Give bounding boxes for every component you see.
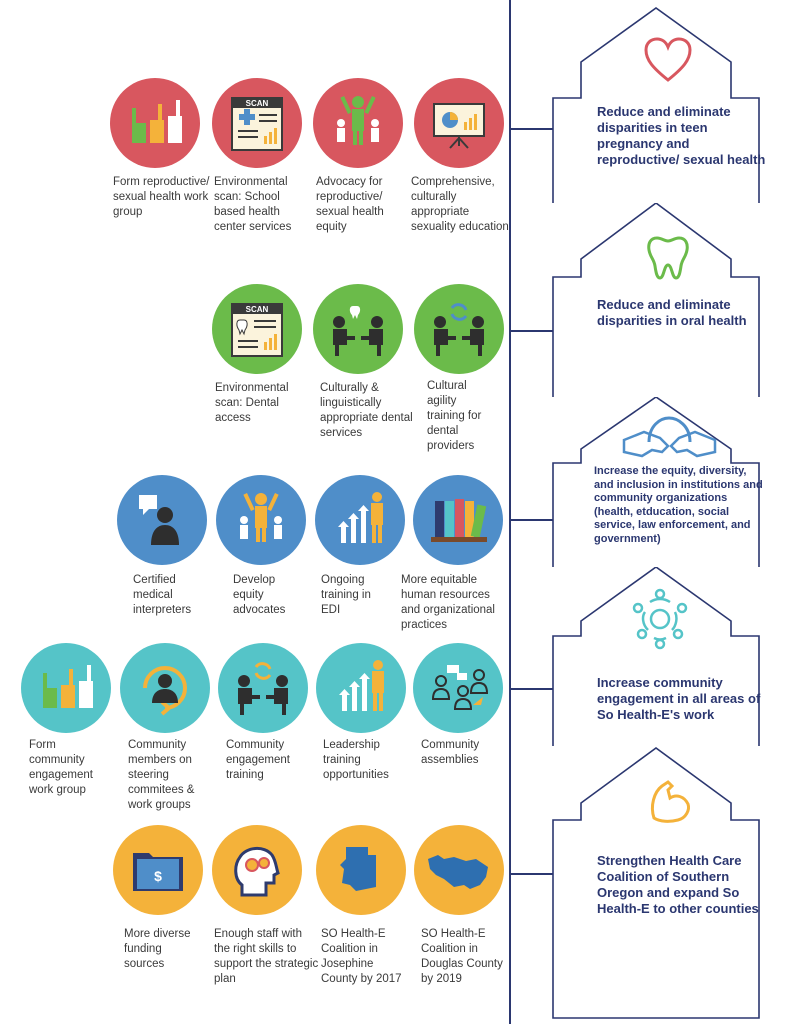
item-label: Community engagement training (226, 739, 290, 781)
flexed-arm-icon (650, 780, 690, 823)
goal-strengthen-coalition: Strengthen Health Care Coalition of Sout… (597, 853, 759, 916)
member-cycle-icon (120, 643, 210, 733)
item-label: More equitable human resources and organ… (401, 574, 495, 631)
item-label: Comprehensive, culturally appropriate se… (411, 176, 509, 233)
stacked-arrows (552, 7, 760, 1019)
handshake-icon (622, 416, 717, 458)
item-label: More diverse funding sources (124, 928, 191, 970)
item-label: Enough staff with the right skills to su… (214, 928, 319, 985)
engagement-training-icon (218, 643, 308, 733)
goal-oral-health: Reduce and eliminate disparities in oral… (597, 297, 747, 328)
item-label: SO Health-E Coalition in Douglas County … (421, 928, 503, 985)
raised-hands-icon (110, 78, 200, 168)
item-label: Certified medical interpreters (133, 574, 192, 616)
connector-line-1 (511, 128, 583, 130)
connector-line-5 (511, 873, 583, 875)
vertical-connector-line (509, 0, 511, 1024)
head-gears-icon (212, 825, 302, 915)
binders-icon (413, 475, 503, 565)
tooth-icon (647, 236, 689, 280)
svg-text:$: $ (154, 868, 162, 884)
item-label: Culturally & linguistically appropriate … (320, 382, 413, 439)
training-conversation-icon (414, 284, 504, 374)
assembly-icon (413, 643, 503, 733)
item-label: Develop equity advocates (233, 574, 286, 616)
goal-community-engagement: Increase community engagement in all are… (597, 675, 761, 722)
item-label: Community members on steering commitees … (128, 739, 195, 811)
heart-icon (644, 37, 692, 82)
item-label: Form reproductive/ sexual health work gr… (113, 176, 210, 218)
goal-equity-diversity-inclusion: Increase the equity, diversity, and incl… (594, 465, 763, 545)
item-label: Form community engagement work group (29, 739, 93, 796)
goal-reproductive-health: Reduce and eliminate disparities in teen… (597, 104, 766, 167)
community-circle-icon (632, 588, 688, 650)
connector-line-2 (511, 330, 583, 332)
dental-conversation-icon (313, 284, 403, 374)
advocates-people-icon (216, 475, 306, 565)
scan-clipboard-icon: SCAN (212, 78, 302, 168)
svg-text:SCAN: SCAN (246, 305, 269, 314)
presentation-board-icon (414, 78, 504, 168)
item-label: Environmental scan: School based health … (214, 176, 292, 233)
raised-hands-icon (21, 643, 111, 733)
dental-scan-icon: SCAN (212, 284, 302, 374)
item-label: Community assemblies (421, 739, 480, 766)
item-label: Advocacy for reproductive/ sexual health… (316, 176, 384, 233)
josephine-county-map-icon (316, 825, 406, 915)
svg-text:SCAN: SCAN (246, 99, 269, 108)
item-label: Ongoing training in EDI (321, 574, 371, 616)
item-label: Leadership training opportunities (323, 739, 389, 781)
connector-line-3 (511, 519, 571, 521)
advocacy-people-icon (313, 78, 403, 168)
funding-folder-icon: $ (113, 825, 203, 915)
item-label: Cultural agility training for dental pro… (427, 380, 482, 452)
douglas-county-map-icon (414, 825, 504, 915)
item-label: SO Health-E Coalition in Josephine Count… (321, 928, 402, 985)
connector-line-4 (511, 688, 583, 690)
item-label: Environmental scan: Dental access (215, 382, 289, 424)
interpreter-icon (117, 475, 207, 565)
leadership-growth-icon (316, 643, 406, 733)
growth-arrows-icon (315, 475, 405, 565)
